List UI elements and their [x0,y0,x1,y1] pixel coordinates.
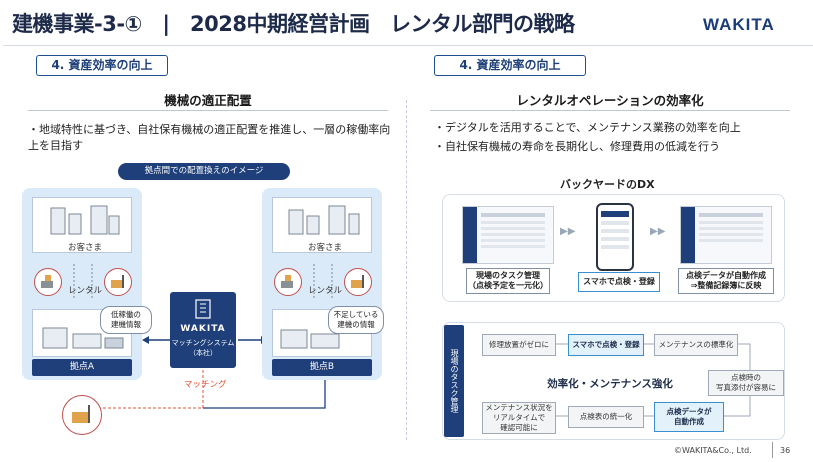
flow-bottom-3: 点検データが 自動作成 [654,402,724,432]
buildings-icon [50,205,120,235]
center-label: マッチングシステム （本社） [171,339,235,357]
dx-caption-1: 現場のタスク管理 （点検予定を一元化） [466,268,550,294]
center-logo: WAKITA [180,324,226,334]
warehouse-icon [42,327,124,349]
image-pill: 拠点間での配置換えのイメージ [118,163,290,180]
record-ui-icon [681,207,763,263]
rental-label-a: レンタル [68,286,103,296]
forklift-icon [72,405,90,423]
task-ui-icon [463,207,545,263]
flow-bottom-1: メンテナンス状況を リアルタイムで 確認可能に [482,402,556,434]
excavator-icon [281,275,293,288]
customer-label-b: お客さま [308,243,343,253]
footer-copyright: ©WAKITA&Co., Ltd. [674,446,752,455]
page-title: 建機事業-3-① | 2028中期経営計画 レンタル部門の戦略 [12,12,575,36]
warehouse-icon [280,329,340,349]
flow-bottom-2: 点検表の統一化 [568,406,644,428]
dx-caption-2: スマホで点検・登録 [578,272,660,292]
bubble-low-usage: 低稼働の 建機情報 [100,306,152,334]
right-title-underline [430,110,790,111]
matching-label: マッチング [184,380,227,390]
flow-top-2: スマホで点検・登録 [568,334,644,356]
customer-label-a: お客さま [68,243,103,253]
dx-title: バックヤードのDX [560,178,655,191]
excavator-icon [41,275,53,288]
base-a-label: 拠点A [32,359,132,376]
header-divider [0,45,813,46]
machine-circle-a2 [104,268,132,296]
matching-system-block: WAKITA マッチングシステム （本社） [170,292,236,368]
flow-right: 点検時の 写真添付が容易に [708,370,784,396]
arrow-icon-1: ▶▶ [560,226,576,237]
task-screen [462,206,554,264]
rental-label-b: レンタル [308,286,343,296]
flow-center-label: 効率化・メンテナンス強化 [547,378,673,390]
arrow-icon-2: ▶▶ [650,226,666,237]
right-section-tag: 4. 資産効率の向上 [434,55,586,76]
right-bullet-1: ・デジタルを活用することで、メンテナンス業務の効率を向上 [434,121,741,134]
left-section-title: 機械の適正配置 [164,93,252,108]
dx-caption-3: 点検データが自動作成 ⇒整備記録簿に反映 [678,268,774,294]
record-screen [680,206,772,264]
left-edge [0,0,3,462]
forklift-icon [111,275,124,288]
flow-top-1: 修理放置がゼロに [482,334,556,356]
flow-side-label: 現場のタスク管理 [444,325,464,437]
right-section-title: レンタルオペレーションの効率化 [516,93,704,108]
flow-top-3: メンテナンスの標準化 [654,334,738,356]
building-icon [195,299,211,319]
transfer-machine-circle [62,395,102,435]
footer-divider [772,442,773,458]
left-bullet: ・地域特性に基づき、自社保有機械の適正配置を推進し、一層の稼働率向上を目指す [28,123,391,152]
phone-screen [596,203,634,271]
buildings-icon [288,205,360,235]
center-arrows [142,336,268,344]
customer-card-b [272,197,372,253]
phone-ui-icon [601,211,629,249]
left-title-underline [28,110,388,111]
rental-arrows-b [313,264,333,298]
customer-card-a [32,197,132,253]
page-number: 36 [780,446,791,455]
left-section-tag: 4. 資産効率の向上 [36,55,168,76]
rental-arrows-a [73,264,93,298]
section-divider [406,100,407,440]
machine-circle-b1 [274,268,302,296]
forklift-icon [351,275,364,288]
bubble-shortage: 不足している 建機の情報 [328,306,384,334]
right-bullet-2: ・自社保有機械の寿命を長期化し、修理費用の低減を行う [434,140,720,153]
base-b-label: 拠点B [272,359,372,376]
wakita-logo: WAKITA [703,15,775,34]
machine-circle-b2 [344,268,372,296]
machine-circle-a1 [34,268,62,296]
